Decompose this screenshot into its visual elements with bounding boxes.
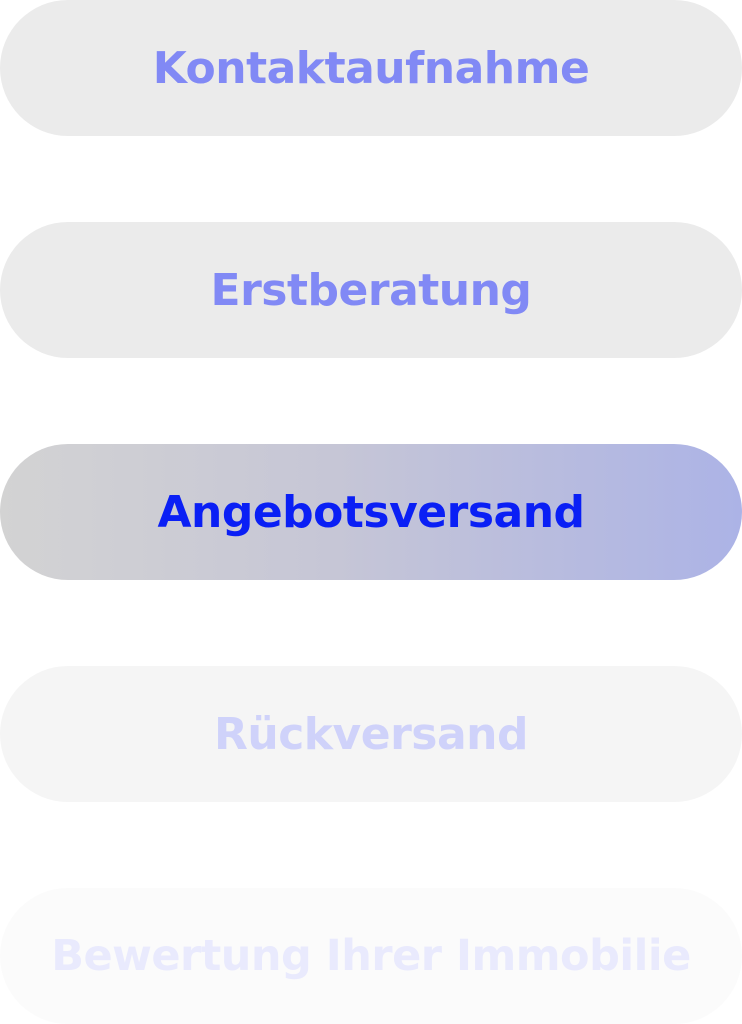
step-label: Erstberatung bbox=[210, 264, 532, 316]
step-kontaktaufnahme[interactable]: Kontaktaufnahme bbox=[0, 0, 742, 136]
step-angebotsversand-active[interactable]: Angebotsversand bbox=[0, 444, 742, 580]
step-rueckversand[interactable]: Rückversand bbox=[0, 666, 742, 802]
step-label: Rückversand bbox=[214, 708, 528, 760]
step-bewertung-immobilie[interactable]: Bewertung Ihrer Immobilie bbox=[0, 888, 742, 1024]
step-label: Kontaktaufnahme bbox=[152, 42, 590, 94]
step-label: Angebotsversand bbox=[157, 486, 585, 538]
step-label: Bewertung Ihrer Immobilie bbox=[51, 931, 691, 981]
step-erstberatung[interactable]: Erstberatung bbox=[0, 222, 742, 358]
